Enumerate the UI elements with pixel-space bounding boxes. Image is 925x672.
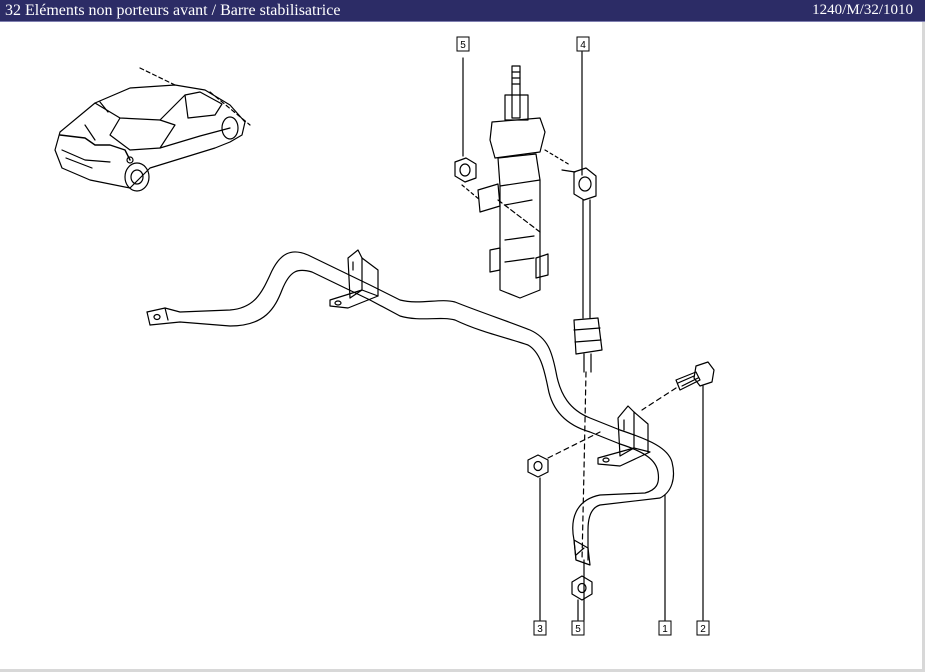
left-bearing-clamp bbox=[329, 249, 379, 309]
callout-1: 1 bbox=[658, 620, 672, 636]
callout-label: 5 bbox=[460, 40, 466, 51]
callout-label: 4 bbox=[580, 40, 586, 51]
callout-label: 5 bbox=[575, 624, 581, 635]
callout-3: 3 bbox=[533, 620, 547, 636]
exploded-diagram: 5 4 3 5 1 2 bbox=[54, 36, 715, 636]
lower-link-nut bbox=[571, 575, 593, 621]
callout-2: 2 bbox=[696, 620, 710, 636]
callout-label: 2 bbox=[700, 624, 706, 635]
diagram-canvas: 5 4 3 5 1 2 bbox=[0, 22, 925, 672]
title-bar: 32 Eléments non porteurs avant / Barre s… bbox=[0, 0, 925, 22]
frame-bottom bbox=[0, 669, 925, 672]
upper-nut bbox=[454, 57, 477, 183]
strut-assembly bbox=[461, 65, 571, 299]
right-bearing-clamp bbox=[597, 405, 651, 467]
vehicle-thumbnail bbox=[54, 67, 251, 192]
callout-4: 4 bbox=[576, 36, 590, 52]
callout-label: 1 bbox=[662, 624, 668, 635]
clamp-bolt bbox=[641, 361, 715, 621]
stabilizer-bar bbox=[146, 251, 675, 566]
document-reference: 1240/M/32/1010 bbox=[812, 2, 913, 18]
callout-label: 3 bbox=[537, 624, 543, 635]
stabilizer-link bbox=[561, 51, 603, 621]
page-title: 32 Eléments non porteurs avant / Barre s… bbox=[5, 2, 341, 19]
lower-nut bbox=[527, 431, 601, 621]
callout-5-bottom: 5 bbox=[571, 620, 585, 636]
frame-right bbox=[922, 22, 925, 672]
callout-5-top: 5 bbox=[456, 36, 470, 52]
